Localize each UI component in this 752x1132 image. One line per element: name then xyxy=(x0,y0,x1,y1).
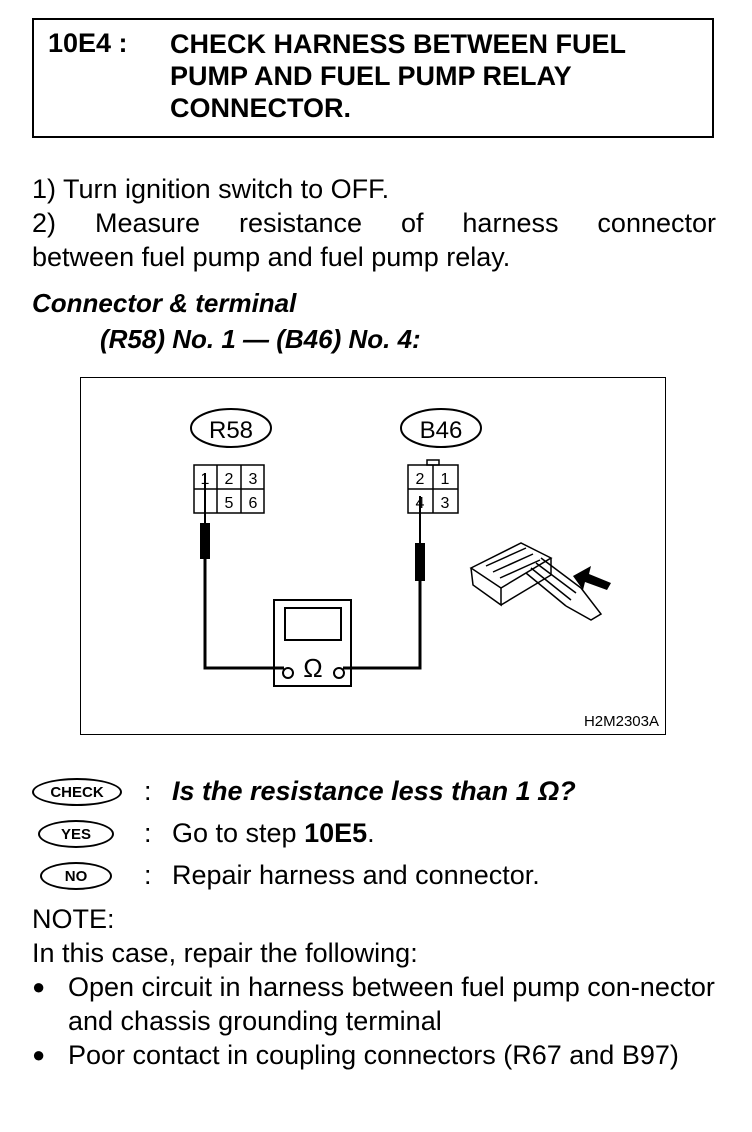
r58-label-oval xyxy=(190,408,272,448)
no-action: Repair harness and connector. xyxy=(172,860,540,890)
ohmmeter xyxy=(273,599,352,687)
yes-row: YES : Go to step 10E5. xyxy=(32,818,722,854)
step-1: 1) Turn ignition switch to OFF. xyxy=(32,174,390,204)
no-badge: NO xyxy=(40,862,112,890)
connector-title: Connector & terminal xyxy=(32,288,297,318)
note-bullet-text: Poor contact in coupling connectors (R67… xyxy=(68,1040,679,1070)
connector-plug-illustration xyxy=(469,542,603,621)
check-badge: CHECK xyxy=(32,778,122,806)
r58-pin-6: 6 xyxy=(249,495,258,512)
yes-action-suffix: . xyxy=(367,818,375,848)
yes-action: Go to step 10E5. xyxy=(172,818,375,849)
b46-label: B46 xyxy=(420,417,463,444)
b46-label-oval xyxy=(400,408,482,448)
note-bullet: ● Open circuit in harness between fuel p… xyxy=(32,970,716,1038)
bullet-dot-icon: ● xyxy=(32,974,46,999)
wire-right xyxy=(343,581,422,670)
r58-connector xyxy=(193,464,265,514)
insert-arrow xyxy=(573,566,611,590)
no-row: NO : Repair harness and connector. xyxy=(32,860,722,896)
r58-pin-2: 2 xyxy=(225,471,234,488)
ohm-symbol: Ω xyxy=(303,653,322,683)
wire-left xyxy=(203,559,284,670)
step-title: CHECK HARNESS BETWEEN FUEL PUMP AND FUEL… xyxy=(170,29,626,123)
no-colon: : xyxy=(144,860,152,890)
yes-step-link[interactable]: 10E5 xyxy=(304,818,368,848)
yes-colon: : xyxy=(144,818,152,848)
note-label: NOTE: xyxy=(32,904,115,934)
r58-probe xyxy=(200,523,210,559)
b46-connector xyxy=(407,459,459,514)
step-header: 10E4 : CHECK HARNESS BETWEEN FUEL PUMP A… xyxy=(32,18,714,138)
b46-probe xyxy=(415,543,425,581)
check-colon: : xyxy=(144,776,152,806)
r58-pin-5: 5 xyxy=(225,495,234,512)
wiring-diagram: R58 1 2 3 5 6 B46 2 1 4 3 xyxy=(80,377,666,735)
bullet-dot-icon: ● xyxy=(32,1042,46,1067)
note-block: NOTE: In this case, repair the following… xyxy=(32,902,716,1072)
r58-pin-3: 3 xyxy=(249,471,258,488)
figure-code: H2M2303A xyxy=(583,713,659,730)
check-row: CHECK : Is the resistance less than 1 Ω? xyxy=(32,776,722,812)
r58-label: R58 xyxy=(209,417,253,444)
step-2: 2) Measure resistance of harness connect… xyxy=(32,208,716,238)
step-id: 10E4 : xyxy=(48,28,128,58)
yes-badge: YES xyxy=(38,820,114,848)
check-question: Is the resistance less than 1 Ω? xyxy=(172,776,576,806)
note-bullet: ● Poor contact in coupling connectors (R… xyxy=(32,1038,716,1072)
yes-action-prefix: Go to step xyxy=(172,818,305,848)
note-intro: In this case, repair the following: xyxy=(32,938,418,968)
connector-terminals: (R58) No. 1 — (B46) No. 4: xyxy=(100,324,421,354)
b46-pin-1: 1 xyxy=(441,471,450,488)
step-2-cont: between fuel pump and fuel pump relay. xyxy=(32,242,511,272)
b46-pin-3: 3 xyxy=(441,495,450,512)
b46-pin-2: 2 xyxy=(416,471,425,488)
note-bullet-text: Open circuit in harness between fuel pum… xyxy=(68,972,715,1036)
diagram-svg: R58 1 2 3 5 6 B46 2 1 4 3 xyxy=(190,408,611,687)
